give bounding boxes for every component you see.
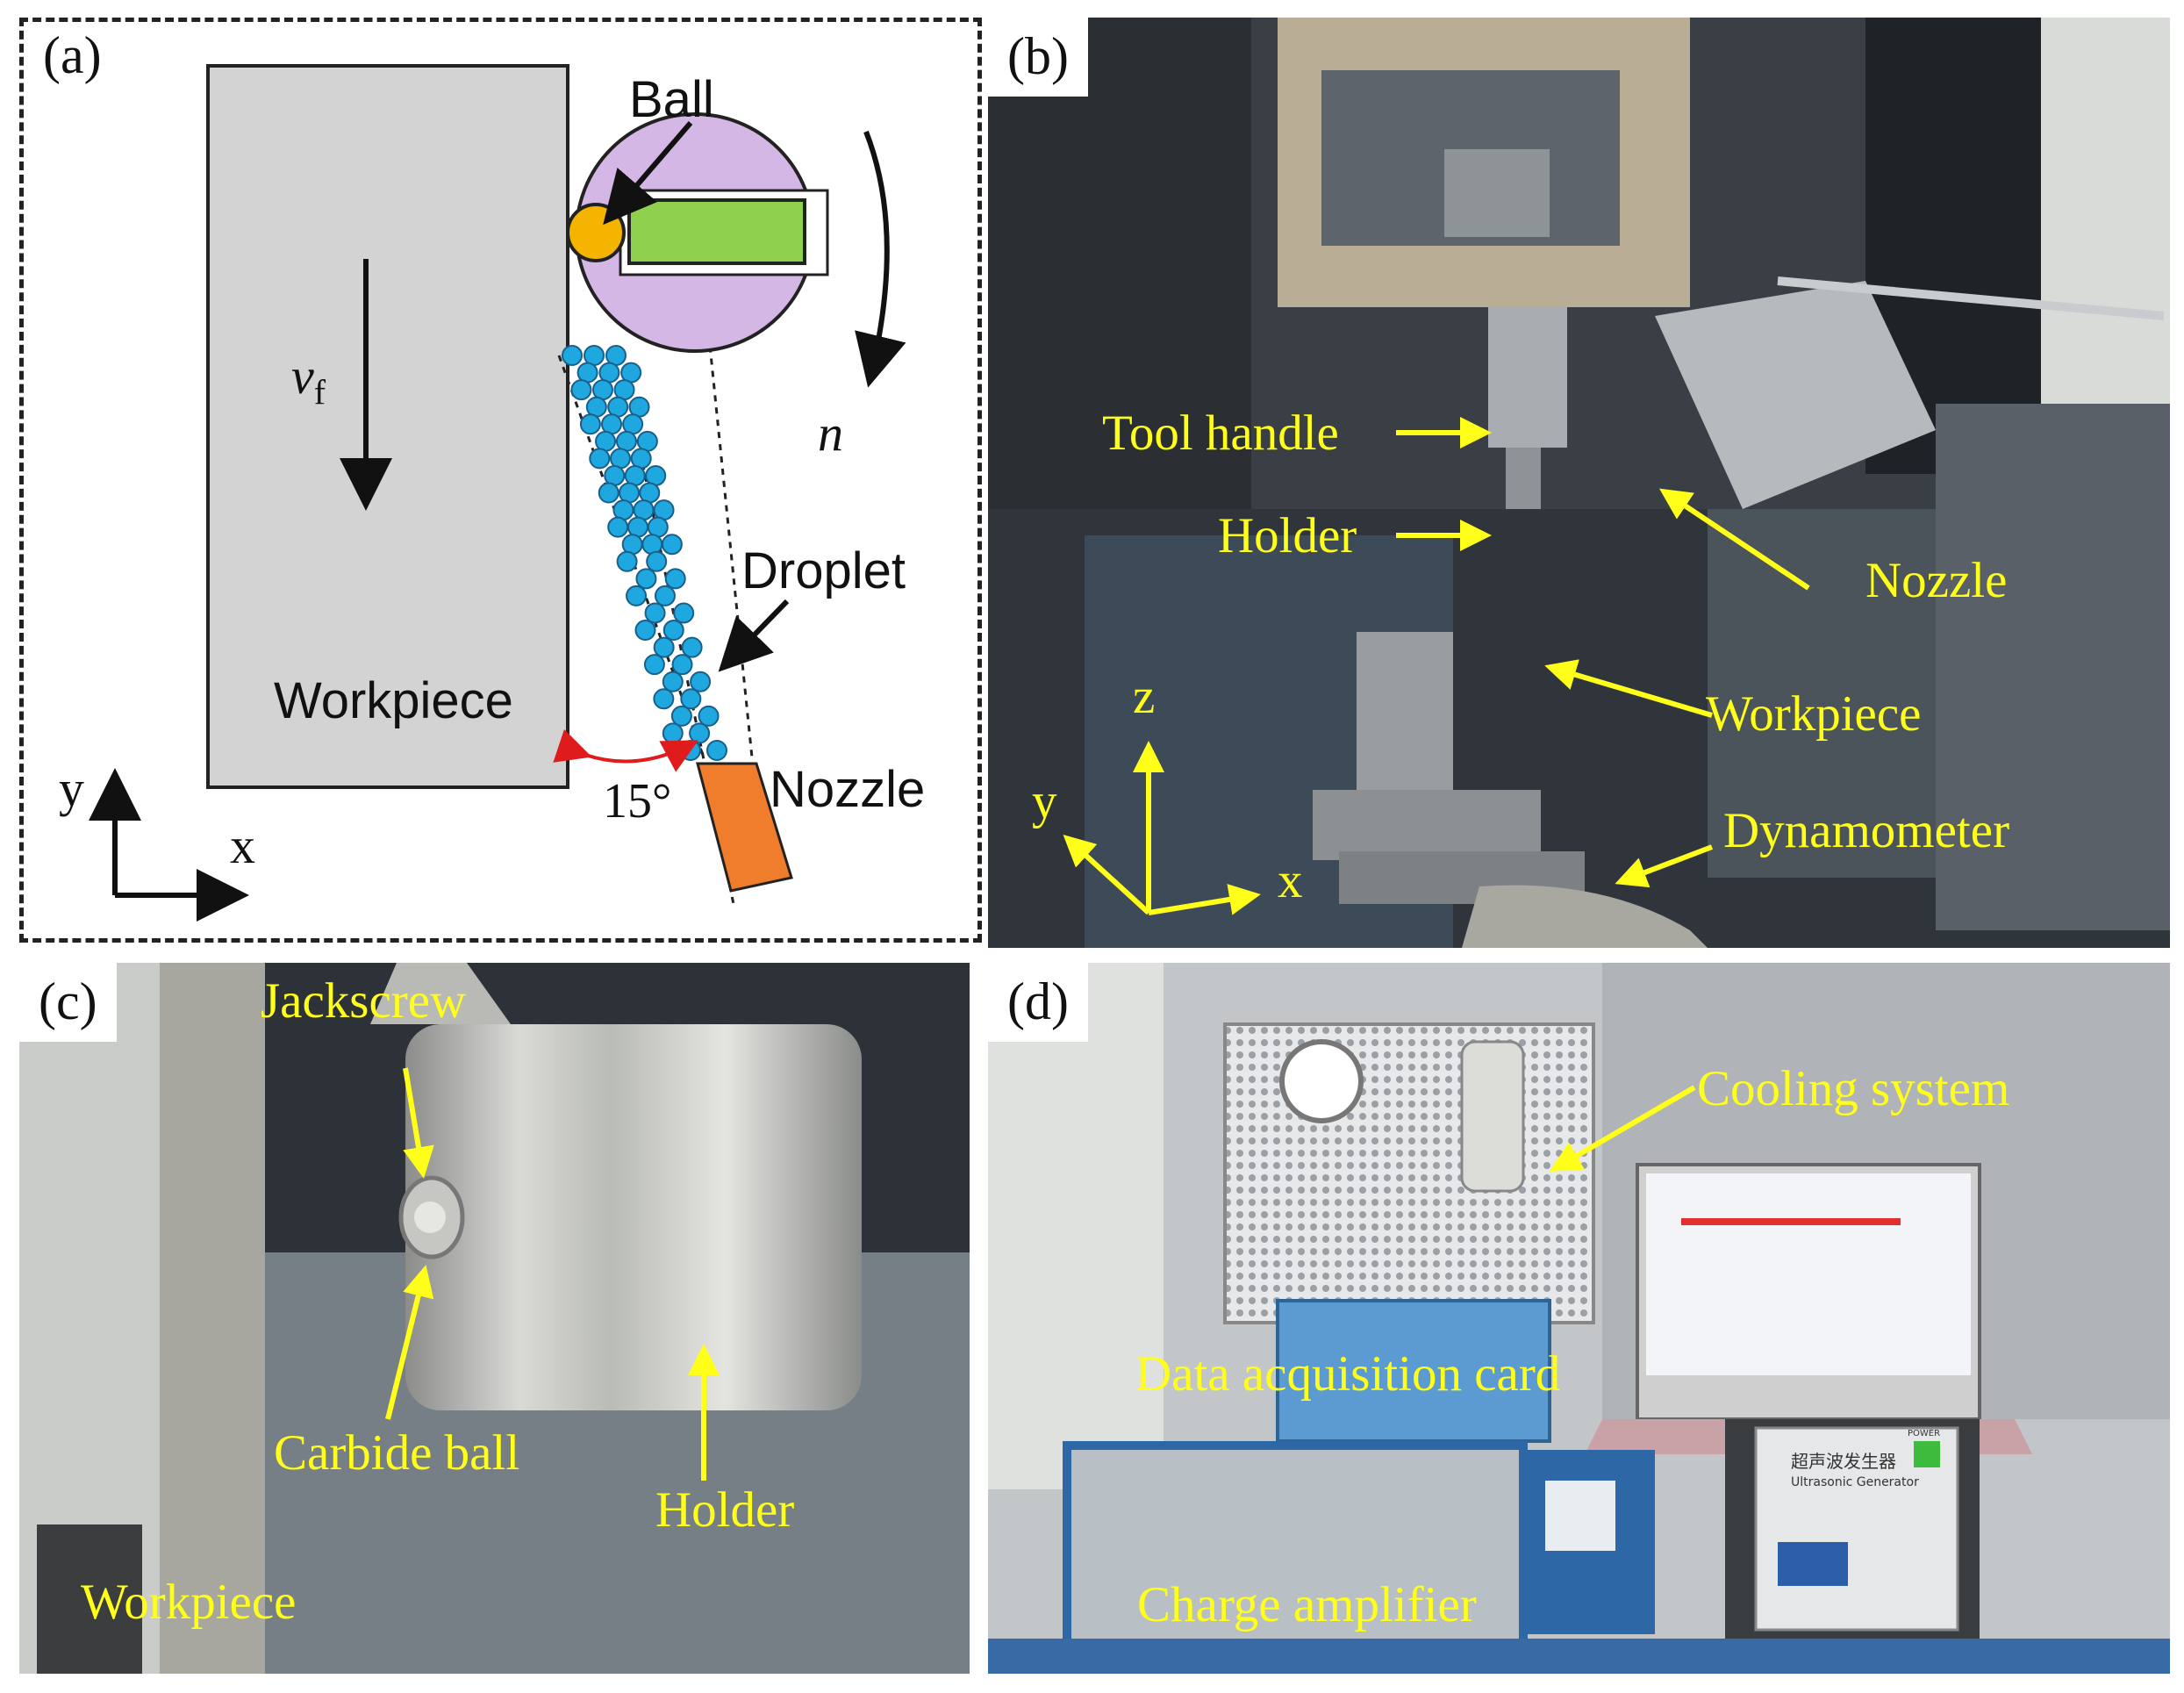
velocity-subscript: f <box>313 372 326 412</box>
carbide-ball-label: Carbide ball <box>274 1425 520 1481</box>
droplet-dot <box>643 654 665 676</box>
workpiece-block <box>206 64 569 789</box>
droplet-dot <box>634 620 656 642</box>
holder-label-c: Holder <box>655 1482 795 1538</box>
droplet-dot <box>579 413 601 435</box>
droplet-dot <box>644 602 666 624</box>
droplet-pointer <box>718 599 790 672</box>
jackscrew-label: Jackscrew <box>261 973 467 1029</box>
droplet-dot <box>607 516 629 538</box>
panel-a-schematic: (a) Ball vf n Droplet Workpiece 15° Nozz… <box>19 18 982 943</box>
droplet-dot <box>570 379 592 401</box>
holder-bar <box>627 198 806 265</box>
droplet-dot <box>689 722 711 744</box>
tool-handle-label: Tool handle <box>1102 405 1339 461</box>
nozzle-label-b: Nozzle <box>1865 553 2008 608</box>
charge-amplifier-label: Charge amplifier <box>1137 1577 1477 1632</box>
axis-x-label-b: x <box>1278 853 1303 908</box>
droplet-dot <box>681 636 703 658</box>
droplet-label: Droplet <box>741 542 906 599</box>
droplet-dot <box>646 550 668 572</box>
droplet-dot <box>671 654 693 676</box>
photo-d-arrows <box>1549 1085 1696 1173</box>
angle-label: 15° <box>603 774 672 829</box>
velocity-label: vf <box>291 351 326 411</box>
panel-c-tag: (c) <box>19 963 117 1042</box>
photo-b-arrows <box>1063 417 1810 915</box>
holder-photo <box>19 963 970 1674</box>
droplet-dot <box>670 705 692 727</box>
rotation-arrow <box>855 130 906 388</box>
droplet-dot <box>662 671 684 692</box>
droplet-dot <box>662 620 684 642</box>
panel-d-tag: (d) <box>988 963 1088 1042</box>
workpiece-label-c: Workpiece <box>81 1575 297 1630</box>
droplet-dot <box>654 585 676 606</box>
droplet-dot <box>680 688 702 710</box>
droplet-dot <box>653 688 675 710</box>
panel-d-photo: 超声波发生器 Ultrasonic Generator POWER (d) Co… <box>988 963 2170 1674</box>
droplet-dot <box>635 568 657 590</box>
holder-label: Holder <box>1218 508 1357 563</box>
generator-subtitle: Ultrasonic Generator <box>1791 1475 1919 1489</box>
droplet-dot <box>673 602 695 624</box>
panel-a-tag: (a) <box>31 25 114 85</box>
droplet-dot <box>664 568 686 590</box>
generator-power-label: POWER <box>1908 1429 1941 1438</box>
nozzle-label: Nozzle <box>770 761 926 818</box>
generator-title: 超声波发生器 <box>1791 1451 1896 1472</box>
axis-y-label: y <box>59 760 84 817</box>
ball-pointer <box>603 121 693 226</box>
workpiece-label: Workpiece <box>274 672 513 729</box>
panel-b-tag: (b) <box>988 18 1088 97</box>
axis-y-label-b: y <box>1032 774 1057 829</box>
droplet-dot <box>706 740 727 761</box>
droplet-dot <box>562 345 583 366</box>
droplet-dot <box>589 448 611 470</box>
photo-c-arrows <box>385 1067 720 1481</box>
axis-x-label: x <box>230 817 255 874</box>
droplet-dot <box>690 671 712 692</box>
workpiece-label-b: Workpiece <box>1706 686 1922 742</box>
droplet-dot <box>616 550 638 572</box>
panel-b-photo: (b) Tool handle Holder Nozzle Workpiece … <box>988 18 2170 948</box>
droplet-dot <box>653 636 675 658</box>
droplet-dot <box>698 705 720 727</box>
angle-arrow <box>553 728 699 772</box>
ball-label: Ball <box>629 71 714 128</box>
schematic-drawing <box>89 64 906 922</box>
droplet-dot <box>626 585 648 606</box>
rotation-label: n <box>818 405 843 462</box>
velocity-symbol: v <box>291 348 314 405</box>
droplet-dot <box>598 482 619 504</box>
equipment-photo <box>988 963 2170 1674</box>
droplet-dot <box>641 534 663 556</box>
machine-photo <box>988 18 2170 948</box>
nozzle-shape <box>696 762 793 893</box>
droplet-dot <box>661 534 683 556</box>
data-acquisition-card-label: Data acquisition card <box>1135 1346 1561 1402</box>
panel-c-photo: (c) Jackscrew Carbide ball Holder Workpi… <box>19 963 970 1674</box>
dynamometer-label: Dynamometer <box>1723 803 2010 858</box>
cooling-system-label: Cooling system <box>1697 1061 2010 1116</box>
axis-z-label-b: z <box>1133 669 1156 724</box>
droplet-dot <box>662 722 684 744</box>
